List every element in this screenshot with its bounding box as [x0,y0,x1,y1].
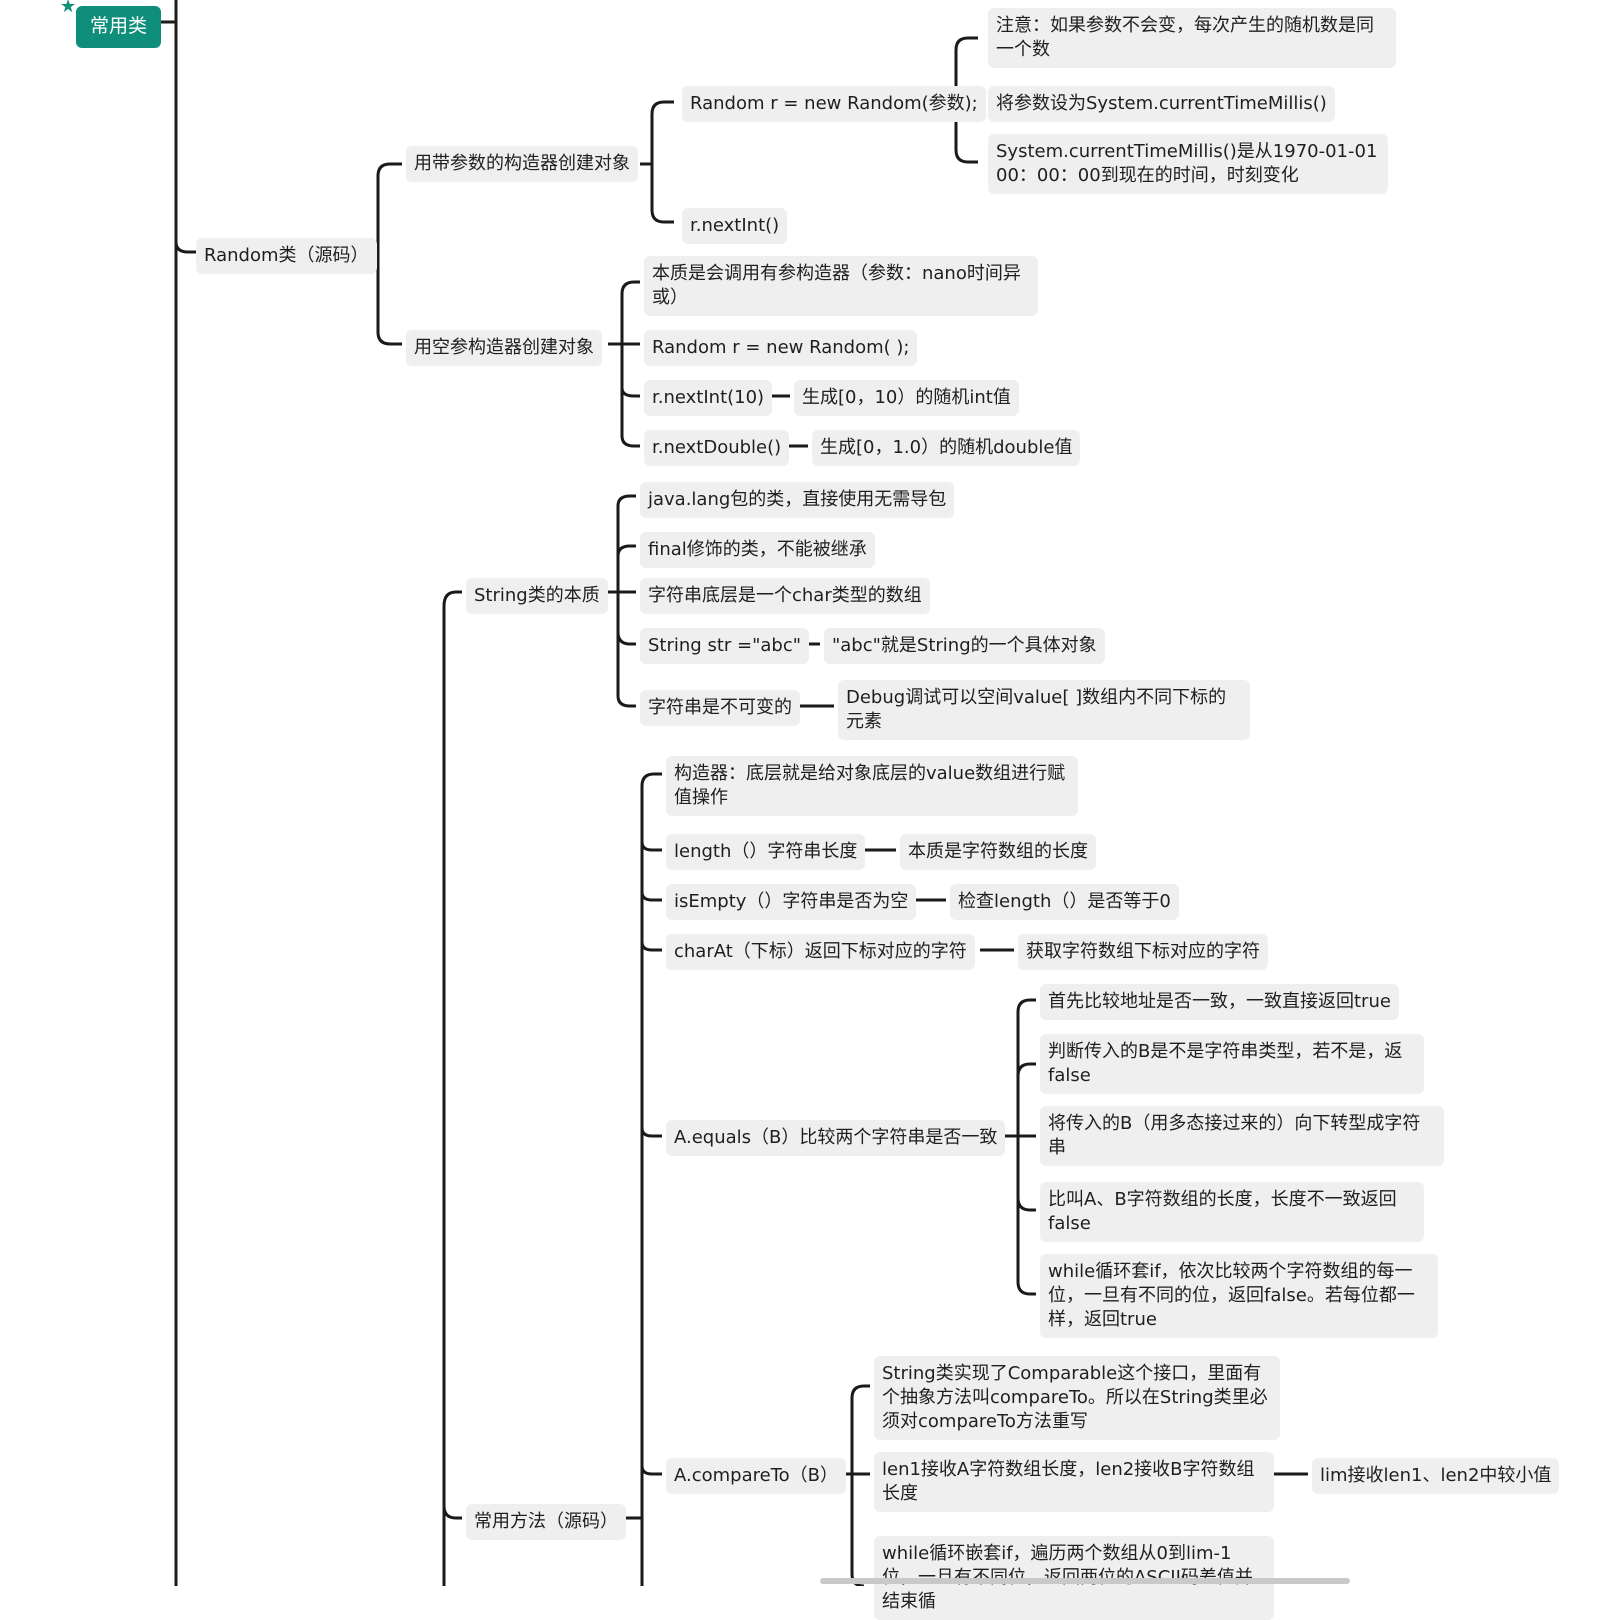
node-equals-step-3[interactable]: 将传入的B（用多态接过来的）向下转型成字符串 [1040,1106,1444,1166]
node-random-ctor-empty[interactable]: Random r = new Random( ); [644,330,918,366]
node-compareto-step-1[interactable]: String类实现了Comparable这个接口，里面有个抽象方法叫compar… [874,1356,1280,1440]
node-string-essence-item-2[interactable]: final修饰的类，不能被继承 [640,532,875,568]
node-method-isempty-desc[interactable]: 检查length（）是否等于0 [950,884,1179,920]
node-method-compareto[interactable]: A.compareTo（B） [666,1458,846,1494]
node-next-int-10[interactable]: r.nextInt(10) [644,380,773,416]
node-next-int[interactable]: r.nextInt() [682,208,788,244]
node-string-essence-item-3[interactable]: 字符串底层是一个char类型的数组 [640,578,930,614]
node-ctor-note-1[interactable]: 注意：如果参数不会变，每次产生的随机数是同一个数 [988,8,1396,68]
node-string-essence-item-1[interactable]: java.lang包的类，直接使用无需导包 [640,482,955,518]
node-method-length[interactable]: length（）字符串长度 [666,834,866,870]
node-method-charat-desc[interactable]: 获取字符数组下标对应的字符 [1018,934,1268,970]
horizontal-scrollbar[interactable] [820,1578,1350,1584]
node-string-immutable[interactable]: 字符串是不可变的 [640,690,800,726]
node-next-double-desc[interactable]: 生成[0，1.0）的随机double值 [812,430,1081,466]
node-equals-step-1[interactable]: 首先比较地址是否一致，一致直接返回true [1040,984,1399,1020]
node-random-ctor-param[interactable]: Random r = new Random(参数); [682,86,986,122]
node-no-param-ctor[interactable]: 用空参构造器创建对象 [406,330,602,366]
node-string-decl[interactable]: String str ="abc" [640,628,809,664]
node-method-length-desc[interactable]: 本质是字符数组的长度 [900,834,1096,870]
connector-lines [158,0,1308,1586]
node-lim-desc[interactable]: lim接收len1、len2中较小值 [1312,1458,1560,1494]
root-node[interactable]: 常用类 [76,6,162,48]
node-ctor-note-2[interactable]: 将参数设为System.currentTimeMillis() [988,86,1335,122]
node-equals-step-5[interactable]: while循环套if，依次比较两个字符数组的每一位，一旦有不同的位，返回fals… [1040,1254,1438,1338]
node-string-immutable-desc[interactable]: Debug调试可以空间value[ ]数组内不同下标的元素 [838,680,1250,740]
node-method-isempty[interactable]: isEmpty（）字符串是否为空 [666,884,917,920]
node-next-double[interactable]: r.nextDouble() [644,430,790,466]
node-equals-step-2[interactable]: 判断传入的B是不是字符串类型，若不是，返false [1040,1034,1424,1094]
node-common-methods[interactable]: 常用方法（源码） [466,1504,626,1540]
node-random-class[interactable]: Random类（源码） [196,238,377,274]
node-equals-step-4[interactable]: 比叫A、B字符数组的长度，长度不一致返回false [1040,1182,1424,1242]
mind-map-canvas: ★ 常用类 Random类（源码） 用带参数的构造器创建对象 Random r … [60,0,1560,1620]
node-with-param-ctor[interactable]: 用带参数的构造器创建对象 [406,146,638,182]
node-next-int-desc[interactable]: 生成[0，10）的随机int值 [794,380,1019,416]
node-string-decl-desc[interactable]: "abc"就是String的一个具体对象 [824,628,1105,664]
node-compareto-step-2[interactable]: len1接收A字符数组长度，len2接收B字符数组长度 [874,1452,1274,1512]
node-method-charat[interactable]: charAt（下标）返回下标对应的字符 [666,934,975,970]
node-no-param-essence[interactable]: 本质是会调用有参构造器（参数：nano时间异或） [644,256,1038,316]
node-ctor-note-3[interactable]: System.currentTimeMillis()是从1970-01-01 0… [988,134,1388,194]
star-icon: ★ [60,0,77,17]
node-string-essence[interactable]: String类的本质 [466,578,608,614]
node-method-equals[interactable]: A.equals（B）比较两个字符串是否一致 [666,1120,1006,1156]
node-method-ctor[interactable]: 构造器：底层就是给对象底层的value数组进行赋值操作 [666,756,1078,816]
